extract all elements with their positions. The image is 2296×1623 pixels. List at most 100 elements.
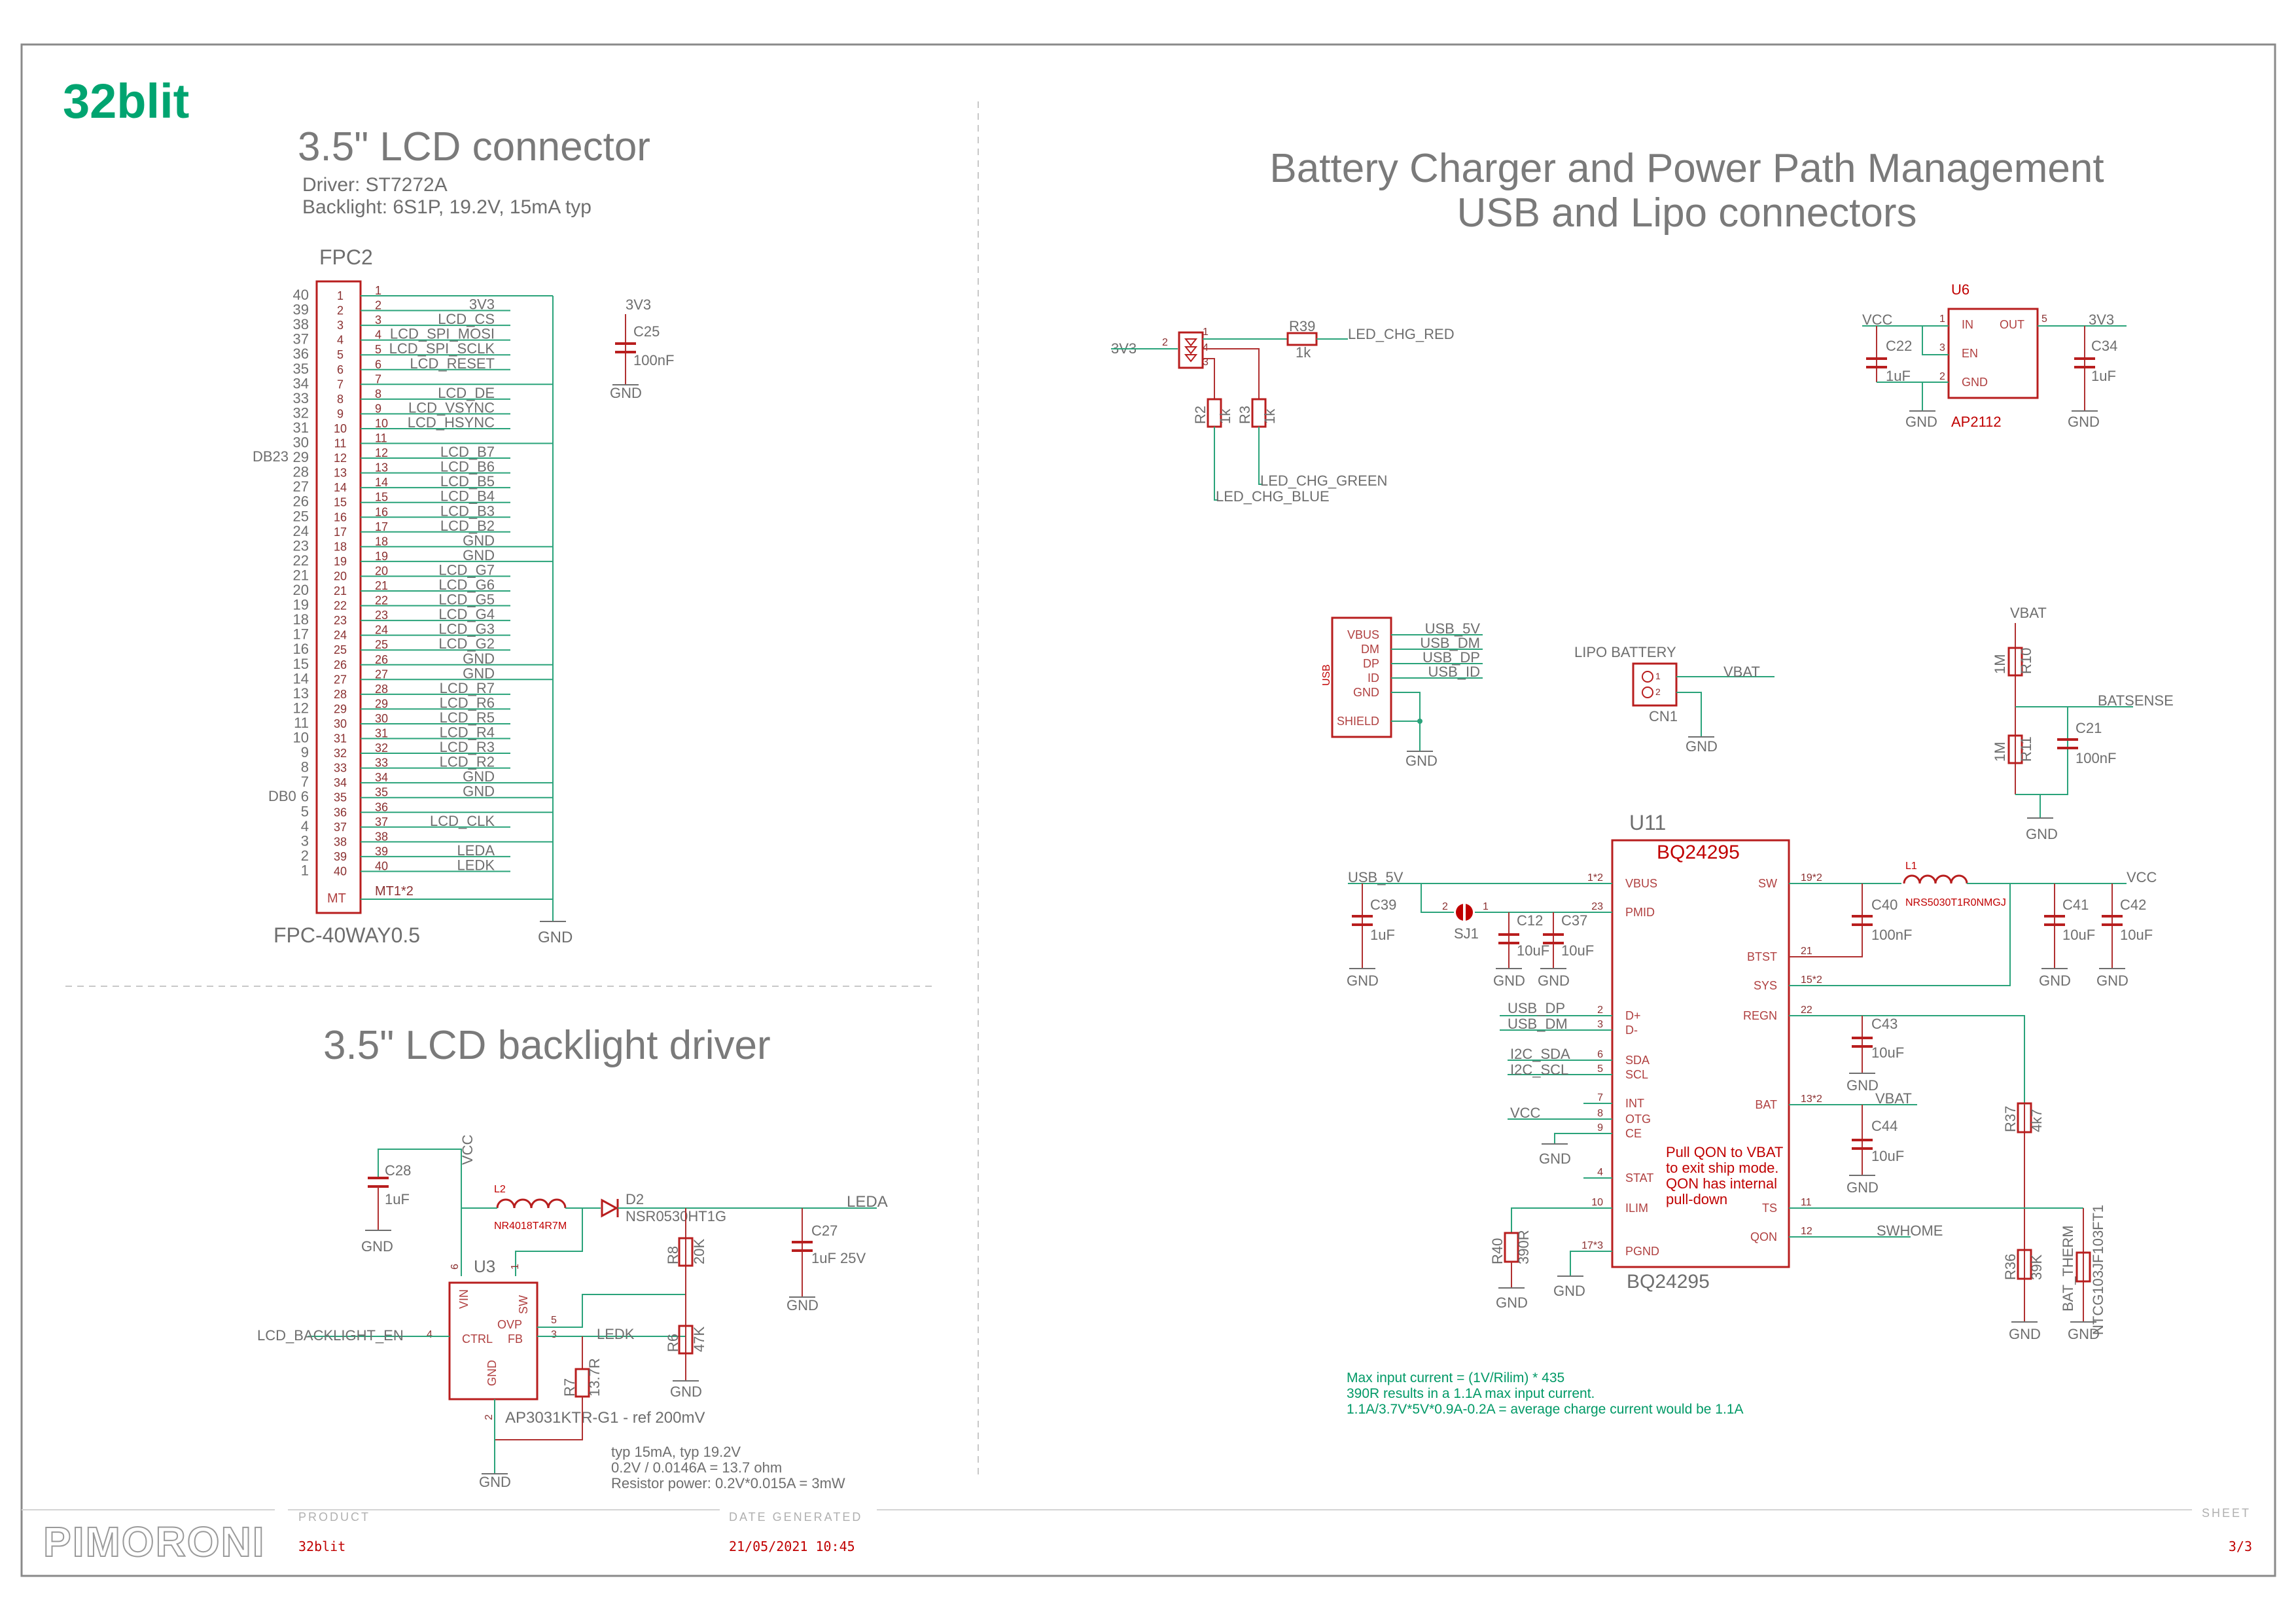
fpc-pin-label: 4: [375, 329, 381, 342]
bl-vcc: VCC: [459, 1134, 476, 1165]
fpc-left-numbers: 4039383736353433323130292827262524232221…: [293, 287, 309, 878]
lcd-driver-note: Driver: ST7272A: [302, 174, 448, 196]
u3-pinnum-gnd: 2: [484, 1414, 495, 1420]
u6-value: AP2112: [1951, 414, 2002, 430]
bq-pin-number: 5: [1597, 1063, 1603, 1075]
c27-ref: C27: [811, 1222, 838, 1239]
c39-ref: C39: [1370, 897, 1396, 913]
usb-gnd-wire: [1391, 692, 1421, 751]
fpc-pin-label: 35: [375, 786, 388, 799]
l2-ref: L2: [494, 1184, 506, 1195]
u6-pinnum-en: 3: [1939, 342, 1945, 353]
fpc-net-label: LCD_R6: [440, 694, 495, 711]
fpc-net-label: LCD_R7: [440, 680, 495, 696]
fpc-pin-number: 29: [334, 702, 347, 715]
fpc-left-number: 34: [293, 375, 309, 391]
u6-pin-gnd: GND: [1962, 376, 1988, 389]
r36-ref: R36: [2002, 1254, 2019, 1280]
ce-gnd-wire: [1554, 1133, 1612, 1144]
fpc-left-number: 15: [293, 656, 309, 672]
fpc-pin-number: 16: [334, 510, 347, 524]
d2-ref: D2: [626, 1191, 644, 1207]
fpc-left-number: 5: [301, 803, 309, 819]
footer-brand: PIMORONI: [43, 1518, 266, 1565]
fpc-left-number: 28: [293, 464, 309, 480]
fpc-net-label: LCD_B6: [440, 459, 495, 475]
usb-dp-net: USB_DP: [1508, 1000, 1565, 1016]
fpc-net-label: LCD_CLK: [430, 813, 495, 829]
bq-left-pins: VBUS1*2PMID23D+2D-3SDA6SCL5INT7OTG8CE9ST…: [1581, 872, 1659, 1258]
r7-ref: R7: [561, 1378, 578, 1397]
r6-body: [678, 1325, 694, 1355]
usb-pin-name: SHIELD: [1337, 715, 1379, 728]
fpc-label-db23: DB23: [253, 448, 289, 465]
u11-ref: U11: [1629, 811, 1666, 834]
lcd-backlight-note: Backlight: 6S1P, 19.2V, 15mA typ: [302, 196, 592, 218]
u3-ref: U3: [474, 1257, 495, 1276]
qon-note-4: pull-down: [1666, 1191, 1727, 1207]
sw-down-wire: [515, 1208, 583, 1276]
fpc-net-label: LCD_B2: [440, 518, 495, 534]
fpc-pin-label: 2: [375, 299, 381, 312]
u6-pin-in: IN: [1962, 318, 1973, 331]
bq-pin-number: 9: [1597, 1122, 1603, 1133]
led-blue-net: LED_CHG_BLUE: [1216, 488, 1330, 505]
r39-body: [1286, 332, 1318, 346]
c40-wire: [1789, 883, 1863, 957]
footer-product-label: PRODUCT: [298, 1510, 370, 1524]
therm-gnd: GND: [2068, 1326, 2100, 1342]
therm-part: NTCG103JF103FT1: [2090, 1205, 2106, 1335]
fpc-net-label: GND: [463, 665, 495, 681]
usb-label: USB: [1321, 664, 1332, 686]
fpc-pin-label: 6: [375, 358, 381, 371]
bq-pin-number: 13*2: [1801, 1094, 1822, 1105]
fpc-left-number: 11: [294, 715, 309, 731]
fpc-left-number: 30: [293, 435, 309, 451]
ce-gnd: GND: [1539, 1150, 1571, 1167]
c41-gnd: GND: [2039, 972, 2071, 989]
bq-pin-name: PGND: [1625, 1245, 1659, 1258]
r6-ref: R6: [665, 1334, 681, 1352]
fpc2-body: [315, 280, 362, 914]
cn1-pin-2: 2: [1655, 687, 1661, 697]
ldo-3v3: 3V3: [2089, 312, 2114, 328]
fpc-left-number: 26: [293, 493, 309, 510]
fpc-left-number: 38: [293, 316, 309, 332]
c22-ref: C22: [1886, 338, 1912, 354]
fpc-left-number: 9: [301, 744, 309, 760]
fpc-pin-label: 38: [375, 830, 388, 843]
fpc-pin-label: 40: [375, 859, 388, 872]
fpc-net-label: LEDA: [457, 842, 495, 859]
bq-pin-name: SW: [1758, 877, 1777, 890]
u6-pinnum-in: 1: [1939, 313, 1945, 325]
fpc-mt-label: MT: [327, 891, 346, 906]
c28-value: 1uF: [385, 1191, 410, 1207]
c41-value: 10uF: [2062, 927, 2095, 943]
u3-value: AP3031KTR-G1 - ref 200mV: [505, 1409, 705, 1427]
r7-value: 13.7R: [586, 1358, 603, 1397]
ilim-note-2: 390R results in a 1.1A max input current…: [1347, 1386, 1595, 1401]
lipo-gnd: GND: [1686, 738, 1718, 755]
c34-ref: C34: [2091, 338, 2117, 354]
fpc-pin-number: 7: [337, 378, 344, 391]
u6-body: [1947, 308, 2039, 399]
fpc-left-number: 22: [293, 552, 309, 569]
r10-value: 1M: [1992, 654, 2008, 674]
vdiv-batsense: BATSENSE: [2098, 692, 2174, 709]
bq-pin-number: 4: [1597, 1167, 1603, 1178]
d2-value: NSR0530HT1G: [626, 1208, 726, 1224]
lcd-connector-section: 3.5" LCD connector Driver: ST7272A Backl…: [253, 124, 674, 947]
bq-pin-number: 11: [1801, 1197, 1812, 1208]
fpc-pin-label: 16: [375, 505, 388, 518]
fpc-pin-label: 1: [375, 284, 381, 297]
u6-pinnum-out: 5: [2041, 313, 2047, 325]
fpc-left-number: 27: [293, 478, 309, 495]
fpc-pin-number: 31: [334, 732, 347, 745]
usb-net-label: USB_5V: [1425, 620, 1481, 637]
bq-pin-name: TS: [1762, 1202, 1777, 1215]
l1-ref: L1: [1905, 861, 1917, 872]
bq-pin-number: 15*2: [1801, 974, 1822, 986]
